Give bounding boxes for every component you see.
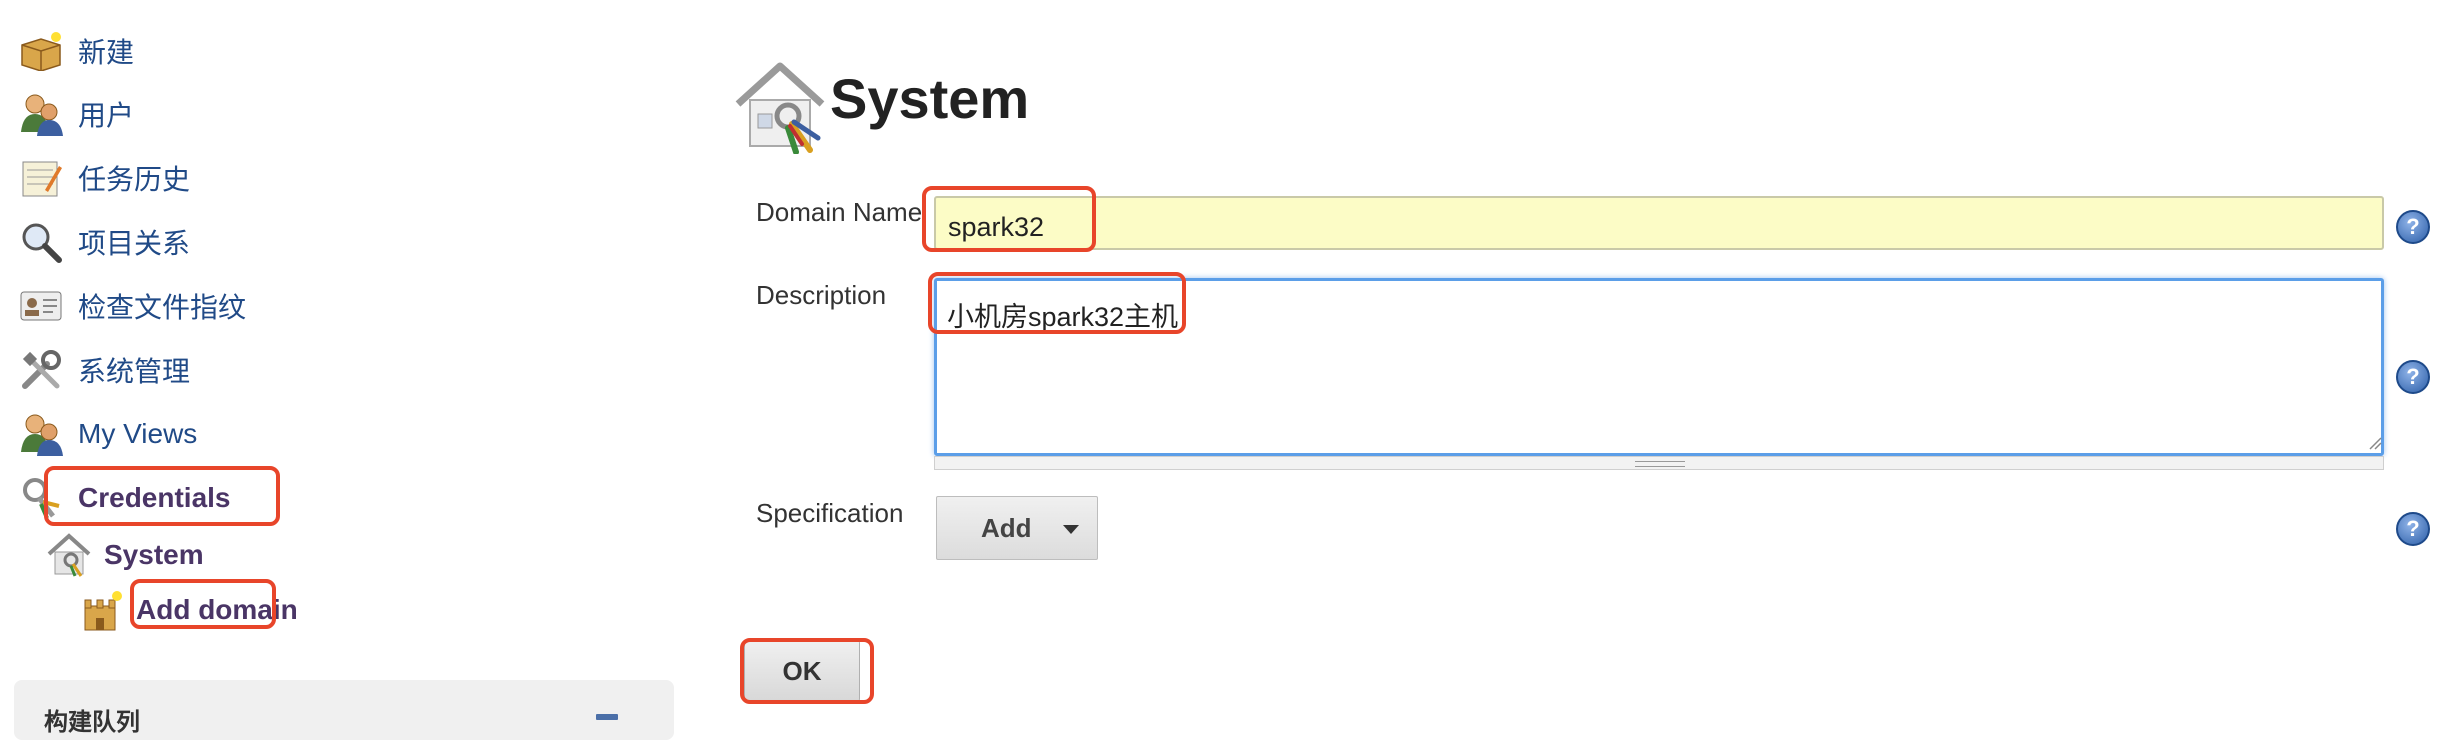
description-textarea[interactable]: 小机房spark32主机 [934,278,2384,456]
sidebar-item-new[interactable]: 新建 [16,22,134,80]
sidebar: 新建 用户 任务历史 [0,0,690,740]
collapse-icon[interactable] [596,714,618,720]
add-specification-button[interactable]: Add [936,496,1098,560]
specification-label: Specification [756,498,904,528]
resize-handle-icon[interactable] [2368,436,2382,450]
magnifier-icon [16,217,66,267]
grip-icon [1635,461,1685,467]
domain-name-input[interactable]: spark32 [934,196,2384,250]
sidebar-item-credentials[interactable]: Credentials [16,469,231,527]
add-button-label: Add [981,512,1032,543]
sidebar-sub-label: Add domain [136,594,298,625]
sidebar-item-label: 系统管理 [78,356,191,387]
caret-down-icon [1063,525,1079,534]
sidebar-item-label: 任务历史 [78,164,191,195]
sidebar-item-my-views[interactable]: My Views [16,405,197,463]
build-queue-title: 构建队列 [44,709,140,736]
ok-button[interactable]: OK [744,640,860,702]
sidebar-item-label: My Views [78,418,198,449]
build-queue-panel: 构建队列 [14,680,674,740]
sidebar-item-label: 项目关系 [78,228,191,259]
help-icon[interactable]: ? [2396,360,2430,394]
page-title: System [830,67,1030,130]
textarea-resize-bar[interactable] [934,456,2384,470]
description-label: Description [756,280,887,310]
sidebar-item-system[interactable]: System [44,527,204,583]
castle-icon [76,585,126,635]
sidebar-item-label: 用户 [78,100,135,131]
sidebar-item-build-history[interactable]: 任务历史 [16,149,190,207]
fingerprint-card-icon [16,281,66,331]
sidebar-item-add-domain[interactable]: Add domain [76,582,298,638]
sidebar-item-project-relationship[interactable]: 项目关系 [16,213,190,271]
notepad-icon [16,153,66,203]
users-icon [16,89,66,139]
tools-icon [16,345,66,395]
sidebar-item-fingerprint[interactable]: 检查文件指纹 [16,277,246,335]
sidebar-item-label: 检查文件指纹 [78,292,247,323]
users-icon [16,409,66,459]
house-keys-icon [44,530,94,580]
help-icon[interactable]: ? [2396,512,2430,546]
sidebar-item-label: 新建 [78,37,135,68]
domain-name-label: Domain Name [756,197,923,227]
help-icon[interactable]: ? [2396,210,2430,244]
sidebar-item-manage[interactable]: 系统管理 [16,341,190,399]
new-box-icon [16,26,66,76]
keys-icon [16,473,66,523]
sidebar-sub-label: System [104,539,204,570]
sidebar-item-label: Credentials [78,482,231,513]
system-house-keys-icon [732,58,828,159]
sidebar-item-users[interactable]: 用户 [16,85,134,143]
